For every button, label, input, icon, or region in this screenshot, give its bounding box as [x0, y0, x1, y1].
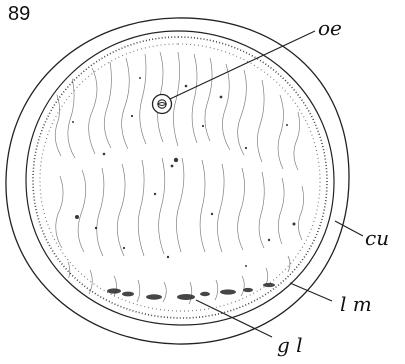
body-wall-line: [26, 31, 334, 325]
label-oe: oe: [318, 18, 342, 38]
label-cu: cu: [365, 228, 389, 248]
label-lm: l m: [340, 294, 372, 314]
oesophagus-structure: [153, 95, 172, 114]
label-gl: g l: [277, 335, 303, 355]
cu-leader-line: [335, 221, 363, 236]
figure-number: 89: [8, 4, 30, 24]
